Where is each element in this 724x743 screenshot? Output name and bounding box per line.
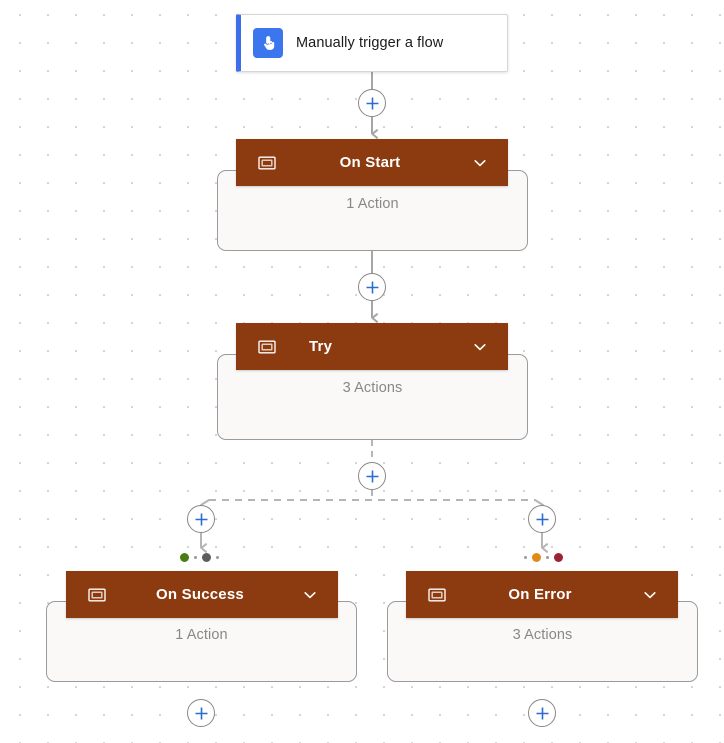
add-step-button-after-on-error[interactable] [528, 699, 556, 727]
scope-icon [258, 154, 276, 172]
scope-title: Try [309, 338, 333, 355]
status-dot [216, 556, 219, 559]
status-dot [202, 553, 211, 562]
scope-icon [428, 586, 446, 604]
plus-icon [536, 707, 548, 719]
status-dots-on-error [524, 553, 563, 562]
scope-title: On Error [508, 586, 572, 603]
plus-icon [366, 97, 378, 109]
status-dots-on-success [180, 553, 219, 562]
chevron-down-icon[interactable] [472, 339, 488, 355]
add-step-button-after-try[interactable] [358, 462, 386, 490]
add-step-button-after-on-success[interactable] [187, 699, 215, 727]
scope-action-count: 3 Actions [342, 380, 403, 396]
status-dot [194, 556, 197, 559]
scope-icon [88, 586, 106, 604]
scope-icon [258, 338, 276, 356]
plus-icon [366, 470, 378, 482]
status-dot [546, 556, 549, 559]
trigger-title: Manually trigger a flow [296, 34, 444, 51]
add-step-button-branch-left[interactable] [187, 505, 215, 533]
status-dot [180, 553, 189, 562]
status-dot [532, 553, 541, 562]
plus-icon [195, 707, 207, 719]
plus-icon [536, 513, 548, 525]
scope-header-try[interactable]: Try [236, 323, 508, 370]
scope-action-count: 1 Action [175, 627, 228, 643]
scope-action-count: 3 Actions [512, 627, 573, 643]
scope-action-count: 1 Action [346, 196, 399, 212]
add-step-button-after-trigger[interactable] [358, 89, 386, 117]
scope-header-on-error[interactable]: On Error [406, 571, 678, 618]
scope-header-on-start[interactable]: On Start [236, 139, 508, 186]
chevron-down-icon[interactable] [472, 155, 488, 171]
add-step-button-branch-right[interactable] [528, 505, 556, 533]
status-dot [524, 556, 527, 559]
scope-title: On Success [156, 586, 244, 603]
plus-icon [366, 281, 378, 293]
scope-header-on-success[interactable]: On Success [66, 571, 338, 618]
trigger-card[interactable]: Manually trigger a flow [236, 14, 508, 72]
chevron-down-icon[interactable] [302, 587, 318, 603]
add-step-button-after-on-start[interactable] [358, 273, 386, 301]
plus-icon [195, 513, 207, 525]
scope-title: On Start [339, 154, 401, 171]
chevron-down-icon[interactable] [642, 587, 658, 603]
tap-hand-icon [253, 28, 283, 58]
status-dot [554, 553, 563, 562]
